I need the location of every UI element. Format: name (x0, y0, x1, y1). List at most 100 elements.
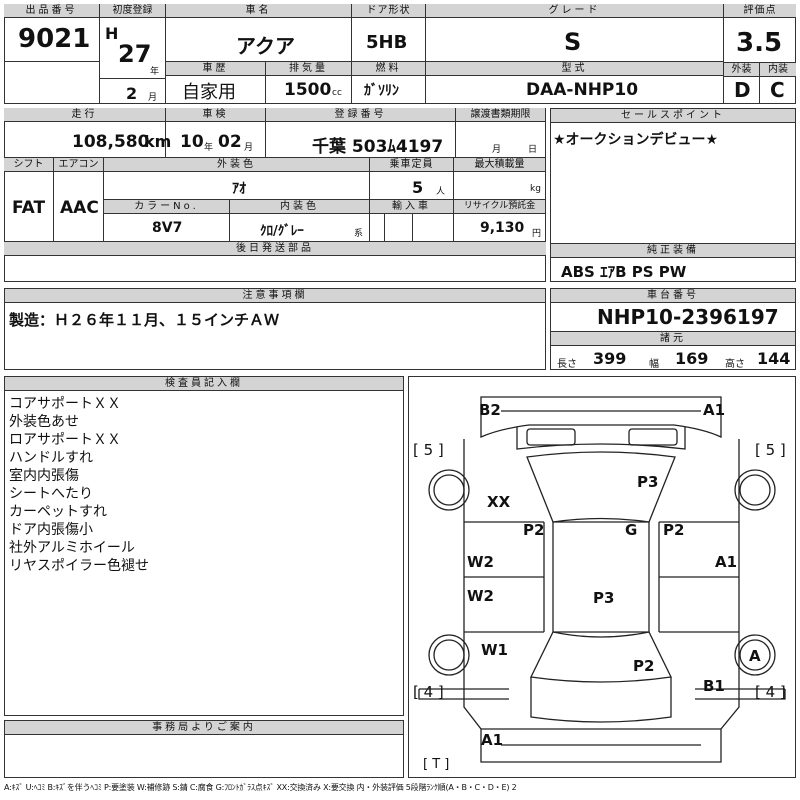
inspection-cell: 車検 10 年 02 月 (166, 108, 266, 158)
fuel-cell: 燃料 ｶﾞｿﾘﾝ (352, 62, 426, 104)
displacement-value: 1500 (284, 80, 332, 100)
first-reg-year-unit: 年 (150, 67, 160, 77)
model-label: 型式 (426, 62, 723, 76)
displacement-unit: cc (332, 88, 342, 98)
color-no-label: カラーNo. (104, 200, 229, 214)
diagram-mark: P2 (633, 657, 655, 675)
inspector-item: ドア内張傷小 (9, 522, 93, 538)
first-reg-year: 27 (118, 40, 152, 68)
score-ext-label: 外装 (724, 62, 760, 77)
ext-color-value: ｱｵ (232, 181, 246, 197)
first-reg-label: 初度登録 (100, 4, 165, 18)
first-reg-month: 2 (126, 84, 138, 103)
diagram-mark: A1 (715, 553, 738, 571)
diagram-mark: P2 (523, 521, 545, 539)
fuel-label: 燃料 (352, 62, 425, 76)
plate-value: 千葉 503ﾑ4197 (312, 137, 444, 157)
lot-number: 9021 (18, 24, 91, 54)
inspection-label: 車検 (166, 108, 265, 122)
car-name-cell: 車名 アクア (166, 4, 352, 62)
lot-cell: 出品番号 9021 (4, 4, 100, 62)
int-color-suffix: 系 (354, 229, 364, 239)
inspection-month-unit: 月 (244, 143, 254, 153)
chassis-box: 車台番号 NHP10-2396197 諸元 長さ 399 幅 169 高さ 14… (550, 288, 796, 370)
diagram-mark: P3 (593, 589, 615, 607)
grade-label: グレード (426, 4, 723, 18)
color-no-cell: カラーNo. 8V7 (104, 200, 230, 242)
sales-point-value: ★オークションデビュー★ (553, 132, 719, 148)
inspector-item: コアサポートＸＸ (9, 396, 121, 412)
color-no-value: 8V7 (152, 220, 183, 236)
diagram-mark: B1 (703, 677, 725, 695)
diagram-mark: XX (487, 493, 511, 511)
diagram-mark: W2 (467, 553, 494, 571)
later-parts-cell: 後日発送部品 (4, 242, 546, 282)
grade-cell: グレード S (426, 4, 724, 62)
sales-point-label: セールスポイント (551, 109, 795, 123)
max-load-label: 最大積載量 (454, 158, 545, 172)
diagram-mark: W2 (467, 587, 494, 605)
history-label: 車歴 (166, 62, 265, 76)
grade-value: S (564, 28, 582, 56)
score-int-label: 内装 (760, 62, 796, 77)
inspector-box: 検査員記入欄 コアサポートＸＸ 外装色あせ ロアサポートＸＸ ハンドルすれ 室内… (4, 376, 404, 716)
dims-length: 399 (593, 349, 627, 368)
recycle-label: リサイクル預託金 (454, 200, 545, 214)
diagram-mark: G (625, 521, 638, 539)
plate-cell: 登録番号 千葉 503ﾑ4197 (266, 108, 456, 158)
caution-value: 製造：Ｈ２６年１１月、１５インチＡＷ (9, 311, 280, 329)
inspector-item: カーペットすれ (9, 504, 107, 520)
tire-mark: [ 4 ] (413, 683, 444, 701)
transfer-day-unit: 日 (528, 145, 538, 155)
score-int: C (770, 78, 785, 102)
chassis-value: NHP10-2396197 (597, 305, 779, 329)
car-name-label: 車名 (166, 4, 351, 18)
first-reg-cell: 初度登録 H 27 年 2 月 (100, 4, 166, 104)
tire-mark: [ 5 ] (413, 441, 444, 459)
mileage-cell: 走行 108,580 km (4, 108, 171, 158)
shift-cell: シフト FAT (4, 158, 54, 242)
office-label: 事務局よりご案内 (5, 721, 403, 735)
capacity-value: 5 (412, 178, 424, 197)
recycle-unit: 円 (532, 229, 542, 239)
lot-blank (4, 62, 100, 104)
history-value: 自家用 (182, 82, 236, 103)
dims-length-label: 長さ (557, 359, 577, 370)
office-box: 事務局よりご案内 (4, 720, 404, 778)
recycle-value: 9,130 (480, 220, 525, 236)
int-color-cell: 内装色 ｸﾛ/ｸﾞﾚｰ 系 (230, 200, 370, 242)
displacement-label: 排気量 (266, 62, 351, 76)
chassis-label: 車台番号 (551, 289, 795, 303)
lot-label: 出品番号 (4, 4, 99, 18)
dims-width-label: 幅 (649, 359, 659, 370)
capacity-cell: 乗車定員 5 人 (370, 158, 454, 200)
max-load-unit: kg (530, 184, 541, 194)
inspection-month: 02 (218, 132, 242, 152)
inspector-label: 検査員記入欄 (5, 377, 403, 391)
score-cell: 評価点 3.5 外装 内装 D C (724, 4, 796, 104)
diagram-mark: A1 (703, 401, 726, 419)
aircon-cell: エアコン AAC (54, 158, 104, 242)
max-load-cell: 最大積載量 kg (454, 158, 546, 200)
diagram-mark: B2 (479, 401, 501, 419)
transfer-cell: 譲渡書類期限 月 日 (456, 108, 546, 158)
legend: A:ｷｽﾞ U:ﾍｺﾐ B:ｷｽﾞを伴うﾍｺﾐ P:要塗装 W:補修跡 S:錆 … (4, 783, 517, 792)
dims-height: 144 (757, 349, 791, 368)
car-name-value: アクア (236, 34, 295, 58)
inspection-year: 10 (180, 132, 204, 152)
door-cell: ドア形状 5HB (352, 4, 426, 62)
int-color-value: ｸﾛ/ｸﾞﾚｰ (260, 224, 304, 239)
inspector-item: リヤスポイラー色褪せ (9, 558, 149, 574)
diagram-mark: P3 (637, 473, 659, 491)
transfer-label: 譲渡書類期限 (456, 108, 545, 122)
car-diagram (418, 396, 786, 763)
fuel-value: ｶﾞｿﾘﾝ (364, 83, 399, 99)
caution-box: 注意事項欄 製造：Ｈ２６年１１月、１５インチＡＷ (4, 288, 546, 370)
capacity-unit: 人 (436, 187, 446, 197)
score-label: 評価点 (724, 4, 796, 18)
equipment-label: 純正装備 (551, 243, 795, 258)
dims-height-label: 高さ (725, 359, 745, 370)
inspection-year-unit: 年 (204, 143, 214, 153)
car-diagram-box: B2 A1 XX P3 P2 G P2 W2 A1 W2 P3 W1 A P2 … (408, 376, 796, 778)
ext-color-label: 外装色 (104, 158, 369, 172)
